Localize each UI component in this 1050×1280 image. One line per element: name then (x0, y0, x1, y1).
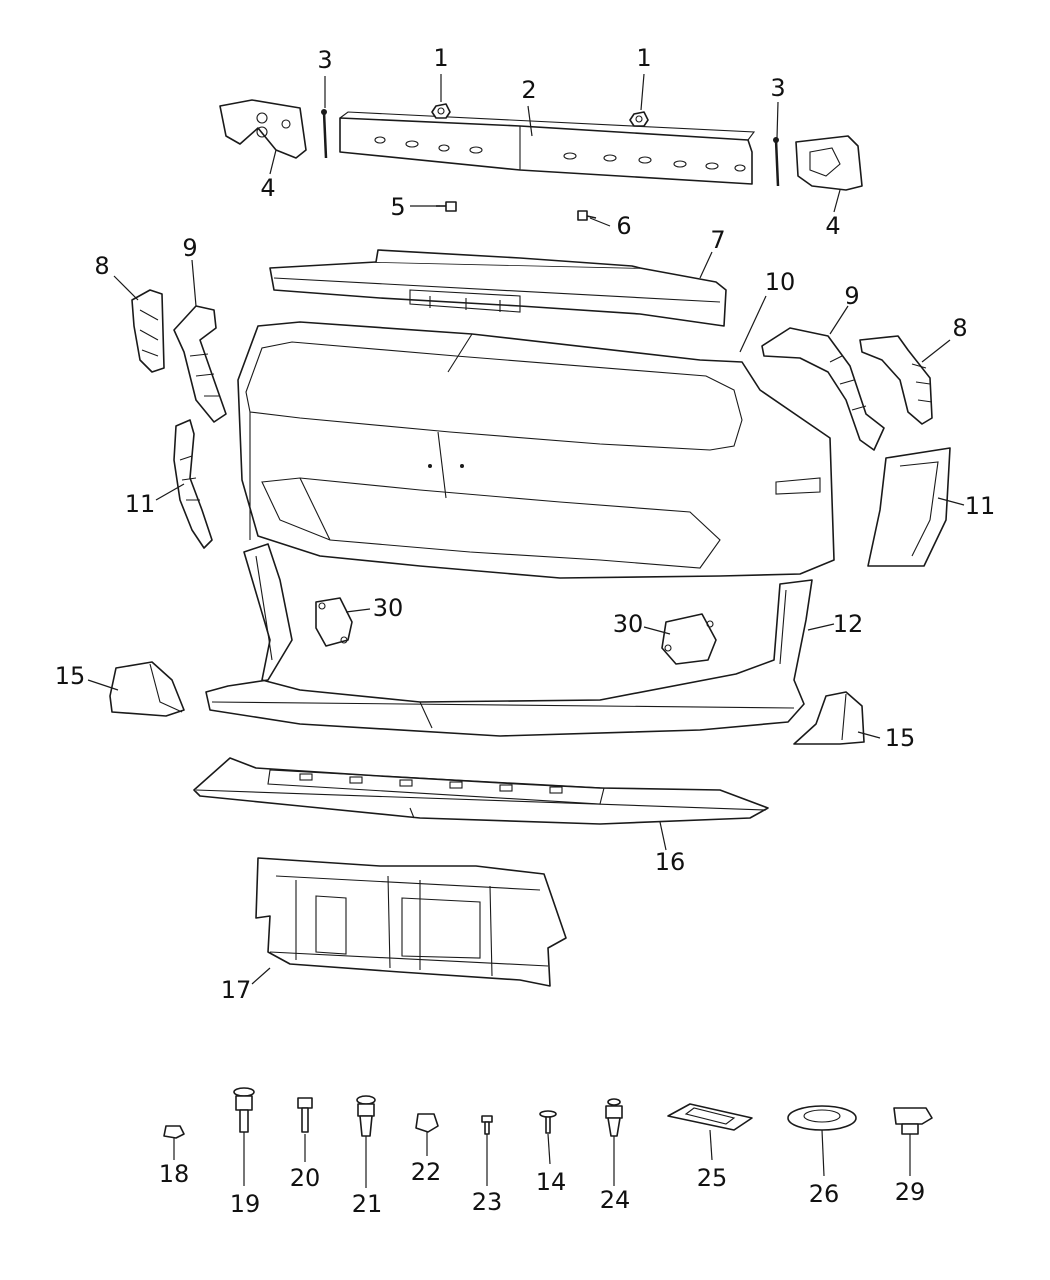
callout-9-right: 9 (844, 282, 859, 310)
trim-part-11-left (173, 419, 213, 549)
callout-15-right: 15 (885, 724, 916, 752)
screw-part-23 (481, 1115, 493, 1135)
callout-26: 26 (809, 1180, 840, 1208)
callout-8-left: 8 (94, 252, 109, 280)
push-pin-part-19 (233, 1087, 255, 1133)
callout-1-right: 1 (636, 44, 651, 72)
front-fascia (237, 321, 835, 579)
deflector-part-15-left (109, 661, 185, 717)
callout-5: 5 (390, 193, 405, 221)
deflector-part-15-right (793, 691, 865, 745)
bracket-part-9-left (173, 305, 227, 423)
callout-4-left: 4 (260, 174, 275, 202)
callout-6: 6 (616, 212, 631, 240)
callout-17: 17 (221, 976, 252, 1004)
splitter-part-16 (193, 757, 769, 825)
callout-30-right: 30 (613, 610, 644, 638)
callout-23: 23 (472, 1188, 503, 1216)
screw-part-6 (577, 210, 597, 221)
trim-part-11-right (867, 447, 951, 567)
stud-part-3-left (321, 109, 328, 159)
callout-11-left: 11 (125, 490, 156, 518)
callout-11-right: 11 (965, 492, 996, 520)
callout-2: 2 (521, 76, 536, 104)
callout-10: 10 (765, 268, 796, 296)
air-guide-part-17 (255, 857, 567, 987)
bracket-part-8-right (859, 335, 933, 425)
plug-part-25 (667, 1103, 753, 1131)
callout-1-left: 1 (433, 44, 448, 72)
callout-24: 24 (600, 1186, 631, 1214)
leader-lines (87, 73, 965, 1188)
stud-part-3-right (773, 137, 780, 187)
lower-panel-part-12 (205, 543, 813, 737)
bracket-part-4-left (219, 99, 307, 159)
nut-part-1-left (431, 103, 451, 119)
nut-part-1-right (629, 111, 649, 127)
push-pin-part-24 (605, 1098, 623, 1137)
clip-part-22 (415, 1113, 439, 1133)
callout-22: 22 (411, 1158, 442, 1186)
cover-part-30-right (661, 613, 717, 665)
callout-20: 20 (290, 1164, 321, 1192)
bolt-part-20 (297, 1097, 313, 1133)
callout-7: 7 (710, 226, 725, 254)
plug-part-26 (787, 1105, 857, 1131)
callout-25: 25 (697, 1164, 728, 1192)
clip-part-29 (893, 1107, 933, 1135)
bracket-part-9-right (761, 327, 885, 451)
callout-4-right: 4 (825, 212, 840, 240)
callout-29: 29 (895, 1178, 926, 1206)
bracket-part-4-right (795, 135, 863, 191)
callout-21: 21 (352, 1190, 383, 1218)
callout-8-right: 8 (952, 314, 967, 342)
screw-part-14 (539, 1110, 557, 1134)
callout-18: 18 (159, 1160, 190, 1188)
callout-16: 16 (655, 848, 686, 876)
callout-19: 19 (230, 1190, 261, 1218)
push-pin-part-21 (356, 1095, 376, 1137)
callout-12: 12 (833, 610, 864, 638)
energy-absorber (269, 249, 727, 327)
nut-part-18 (163, 1125, 185, 1139)
callout-labels: 1 1 2 3 3 4 4 5 6 7 8 8 9 9 10 11 11 12 … (55, 44, 996, 1218)
callout-3-left: 3 (317, 46, 332, 74)
callout-3-right: 3 (770, 74, 785, 102)
callout-14: 14 (536, 1168, 567, 1196)
callout-9-left: 9 (182, 234, 197, 262)
callout-30-left: 30 (373, 594, 404, 622)
reinforcement-beam (339, 111, 756, 185)
callout-15-left: 15 (55, 662, 86, 690)
cover-part-30-left (315, 597, 353, 647)
bracket-part-8-left (131, 289, 165, 373)
